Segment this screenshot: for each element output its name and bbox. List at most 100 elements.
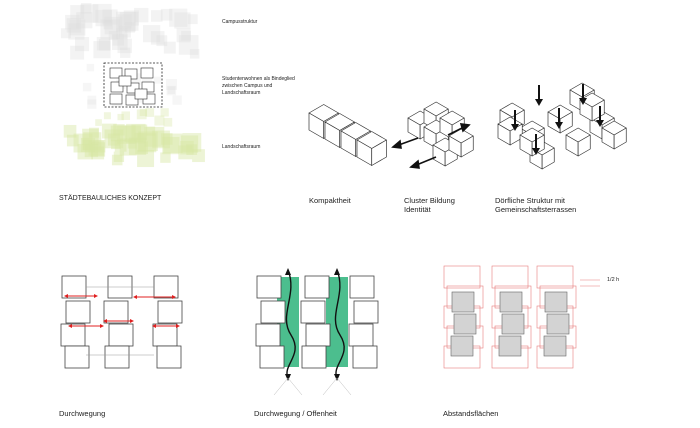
cloud-square bbox=[126, 123, 146, 144]
cloud-square bbox=[88, 140, 104, 156]
housing-unit bbox=[118, 75, 132, 87]
cube bbox=[579, 92, 605, 122]
cloud-square bbox=[139, 108, 148, 117]
cloud-square bbox=[73, 133, 93, 153]
cloud-square bbox=[80, 3, 92, 14]
building-block bbox=[353, 300, 379, 324]
cloud-square bbox=[163, 133, 183, 153]
building-block bbox=[256, 275, 282, 299]
cloud-square bbox=[68, 23, 85, 40]
cloud-square bbox=[104, 16, 123, 35]
movement-path bbox=[285, 269, 296, 379]
cloud-square bbox=[66, 134, 79, 147]
cloud-square bbox=[166, 85, 177, 96]
down-arrow-head bbox=[579, 98, 587, 105]
building-block bbox=[60, 323, 86, 347]
building-block bbox=[301, 345, 327, 369]
cloud-square bbox=[154, 115, 165, 126]
plan-setback-label: Abstandsflächen bbox=[443, 409, 499, 418]
cloud-square bbox=[83, 132, 102, 151]
cloud-square bbox=[137, 150, 155, 168]
cloud-square bbox=[182, 133, 202, 152]
open-corridor bbox=[277, 277, 299, 367]
cube bbox=[565, 127, 591, 157]
cloud-square bbox=[136, 109, 147, 120]
plan-setback-areas bbox=[443, 265, 600, 369]
cloud-square bbox=[112, 34, 124, 46]
student-housing-label: Studentenwohnen als Bindeglied zwischen … bbox=[222, 76, 295, 96]
cube bbox=[601, 120, 627, 150]
cloud-square bbox=[160, 152, 171, 163]
down-arrow-head bbox=[596, 120, 604, 127]
building-block bbox=[300, 300, 326, 324]
cloud-square bbox=[156, 35, 168, 47]
cloud-square bbox=[144, 126, 165, 147]
cloud-square bbox=[150, 31, 165, 45]
cloud-square bbox=[137, 133, 157, 153]
building-footprint bbox=[498, 335, 522, 357]
cloud-square bbox=[114, 139, 127, 152]
building-footprint bbox=[499, 291, 523, 313]
cloud-square bbox=[117, 14, 132, 29]
cloud-square bbox=[111, 154, 123, 166]
principle-cluster-label: Cluster Bildung Identität bbox=[404, 196, 455, 214]
housing-unit bbox=[141, 81, 155, 93]
building-block bbox=[304, 275, 330, 299]
building-block bbox=[65, 300, 91, 324]
building-footprint bbox=[543, 335, 567, 357]
cloud-square bbox=[119, 12, 139, 31]
cloud-square bbox=[189, 49, 200, 59]
cloud-square bbox=[110, 125, 127, 142]
cloud-square bbox=[108, 31, 118, 41]
principle-compactness-label: Kompaktheit bbox=[309, 196, 351, 205]
cloud-square bbox=[166, 79, 177, 90]
cloud-square bbox=[70, 45, 85, 60]
cloud-square bbox=[167, 86, 176, 94]
housing-unit bbox=[110, 81, 124, 93]
cloud-square bbox=[120, 47, 131, 58]
building-block bbox=[108, 323, 134, 347]
building-footprint bbox=[453, 313, 477, 335]
cloud-square bbox=[163, 41, 176, 54]
cloud-square bbox=[70, 5, 85, 20]
plan-pathways bbox=[60, 275, 183, 369]
cloud-square bbox=[89, 127, 100, 138]
cloud-square bbox=[160, 108, 169, 117]
cloud-square bbox=[186, 144, 198, 155]
arrow-head bbox=[176, 324, 180, 328]
building-block bbox=[104, 345, 130, 369]
cloud-square bbox=[77, 143, 93, 160]
cloud-square bbox=[74, 36, 90, 52]
cloud-square bbox=[143, 25, 161, 43]
landscape-label: Landschaftsraum bbox=[222, 144, 261, 150]
building-footprint bbox=[501, 313, 525, 335]
arrow-head bbox=[100, 324, 104, 328]
cloud-square bbox=[91, 146, 105, 160]
cloud-square bbox=[69, 19, 86, 36]
cloud-square bbox=[103, 112, 111, 120]
arrow-head bbox=[334, 374, 340, 381]
cloud-square bbox=[178, 35, 199, 55]
building-block bbox=[152, 323, 178, 347]
cloud-square bbox=[86, 63, 95, 72]
cloud-square bbox=[104, 129, 124, 149]
cloud-square bbox=[80, 4, 99, 23]
arrow-head bbox=[103, 319, 107, 323]
building-block bbox=[156, 345, 182, 369]
cloud-square bbox=[134, 132, 144, 143]
building-block bbox=[157, 300, 183, 324]
cloud-square bbox=[82, 82, 92, 92]
down-arrow-head bbox=[555, 122, 563, 129]
arrow-head bbox=[152, 324, 156, 328]
cloud-square bbox=[113, 151, 125, 162]
cloud-square bbox=[131, 124, 148, 141]
cloud-square bbox=[134, 7, 149, 23]
village-arrows bbox=[511, 84, 604, 155]
cloud-square bbox=[160, 133, 173, 145]
cloud-square bbox=[87, 95, 97, 105]
cloud-square bbox=[163, 117, 173, 127]
cloud-square bbox=[93, 41, 111, 59]
half-height-note: 1/2 h bbox=[607, 277, 620, 283]
cloud-square bbox=[160, 8, 173, 21]
